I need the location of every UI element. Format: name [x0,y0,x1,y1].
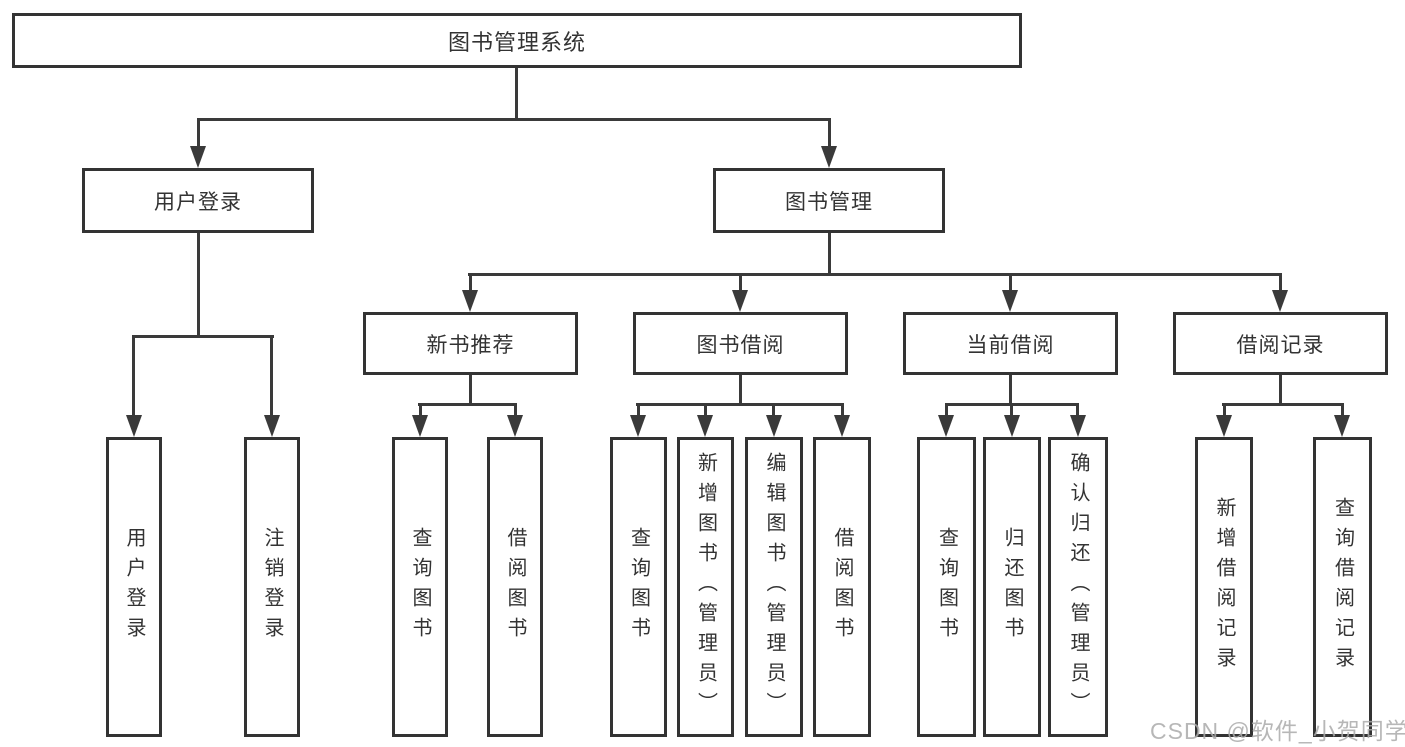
arrowhead-down [1004,415,1020,437]
arrowhead-down [264,415,280,437]
connector-user-login-bar [132,335,274,338]
leaf-query-books-current: 查询图书 [917,437,976,737]
connector-drop-leaf [1076,406,1079,417]
leaf-borrow-books: 借阅图书 [813,437,871,737]
leaf-label: 归还图书 [1001,527,1023,647]
csdn-watermark: CSDN @软件_小贺同学 [1150,718,1405,744]
arrowhead-down [126,415,142,437]
connector-drop-leaf [419,406,422,417]
arrowhead-down [1216,415,1232,437]
leaf-label: 确认归还（管理员） [1067,452,1089,722]
connector-drop-leaf [1341,406,1344,417]
arrowhead-down [630,415,646,437]
leaf-query-books-recommend: 查询图书 [392,437,448,737]
connector-root-stem [515,68,518,118]
arrowhead-down [732,290,748,312]
connector-drop-user-login [197,121,200,149]
connector-user-login-stem [197,233,200,335]
arrowhead-down [834,415,850,437]
connector-section-bar [1222,403,1344,406]
leaf-label: 查询图书 [409,527,431,647]
leaf-query-books-borrowing: 查询图书 [610,437,667,737]
connector-drop-leaf [945,406,948,417]
connector-book-management-bar [468,273,1282,276]
connector-drop-leaf [132,338,135,416]
node-user-login: 用户登录 [82,168,314,233]
connector-drop-leaf [841,406,844,417]
leaf-label: 查询借阅记录 [1331,497,1354,677]
connector-section-stem [1009,375,1012,403]
arrowhead-down [697,415,713,437]
node-library-management-system: 图书管理系统 [12,13,1022,68]
arrowhead-down [938,415,954,437]
node-borrowing-records: 借阅记录 [1173,312,1388,375]
connector-drop-section [1009,276,1012,293]
connector-drop-section [469,276,472,293]
connector-section-bar [945,403,1079,406]
arrowhead-down [1272,290,1288,312]
arrowhead-down [507,415,523,437]
arrowhead-down [1334,415,1350,437]
leaf-label: 编辑图书（管理员） [763,452,785,722]
connector-section-bar [636,403,844,406]
leaf-add-book-admin: 新增图书（管理员） [677,437,734,737]
connector-drop-leaf [704,406,707,417]
connector-drop-section [1279,276,1282,293]
connector-drop-leaf [772,406,775,417]
arrowhead-down [190,146,206,168]
leaf-label: 新增借阅记录 [1213,497,1235,677]
arrowhead-down [1002,290,1018,312]
connector-drop-book-management [828,121,831,149]
arrowhead-down [1070,415,1086,437]
leaf-add-borrow-record: 新增借阅记录 [1195,437,1253,737]
leaf-label: 新增图书（管理员） [694,452,717,722]
connector-section-stem [469,375,472,403]
connector-drop-leaf [637,406,640,417]
connector-drop-leaf [514,406,517,417]
leaf-edit-book-admin: 编辑图书（管理员） [745,437,803,737]
connector-drop-section [739,276,742,293]
node-book-borrowing: 图书借阅 [633,312,848,375]
leaf-label: 注销登录 [261,527,283,647]
leaf-label: 借阅图书 [504,527,526,647]
leaf-logout: 注销登录 [244,437,300,737]
node-new-book-recommendation: 新书推荐 [363,312,578,375]
connector-section-bar [418,403,517,406]
connector-drop-leaf [1010,406,1013,417]
leaf-confirm-return-admin: 确认归还（管理员） [1048,437,1108,737]
connector-section-stem [739,375,742,403]
connector-section-stem [1279,375,1282,403]
leaf-label: 用户登录 [123,527,145,647]
leaf-return-book: 归还图书 [983,437,1041,737]
arrowhead-down [462,290,478,312]
node-current-borrowing: 当前借阅 [903,312,1118,375]
leaf-borrow-books-recommend: 借阅图书 [487,437,543,737]
leaf-label: 查询图书 [935,527,958,647]
leaf-label: 借阅图书 [831,527,853,647]
arrowhead-down [412,415,428,437]
arrowhead-down [821,146,837,168]
connector-drop-leaf [1223,406,1226,417]
leaf-user-login: 用户登录 [106,437,162,737]
node-book-management: 图书管理 [713,168,945,233]
leaf-label: 查询图书 [627,527,650,647]
connector-root-bar [197,118,831,121]
arrowhead-down [766,415,782,437]
connector-book-management-stem [828,233,831,273]
connector-drop-leaf [270,338,273,416]
leaf-query-borrow-record: 查询借阅记录 [1313,437,1372,737]
